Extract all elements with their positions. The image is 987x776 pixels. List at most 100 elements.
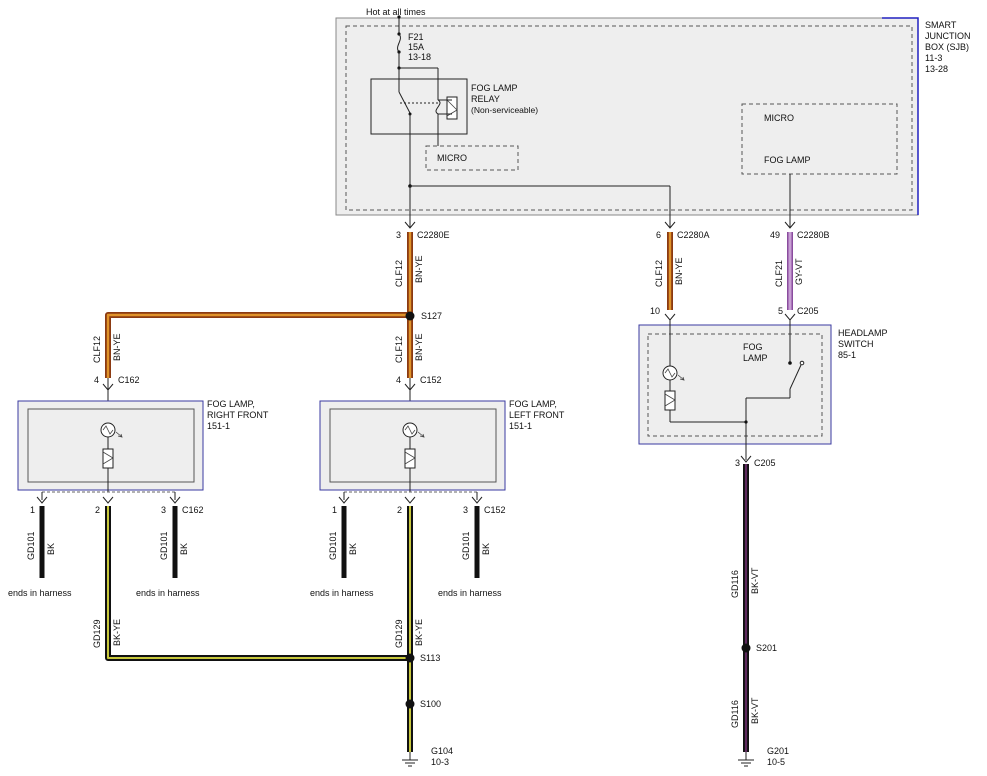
- c205-out-name: C205: [754, 458, 776, 468]
- fog-lamp-relay: FOG LAMP RELAY (Non-serviceable): [370, 68, 538, 186]
- fog-right-pin-2: 2: [95, 505, 100, 515]
- sjb-micro-box: [741, 103, 898, 175]
- switch-fog-label-1: FOG: [743, 342, 763, 352]
- fuse-name: F21: [408, 32, 424, 42]
- wire-label-clf12: CLF12: [92, 336, 102, 363]
- relay-title-2: RELAY: [471, 94, 500, 104]
- c152-pin: 4: [396, 375, 401, 385]
- gd129-label-left: GD129: [394, 619, 404, 648]
- wire-label-clf12: CLF12: [654, 260, 664, 287]
- wire-label-bk: BK: [348, 543, 358, 555]
- splice-s113: [405, 653, 415, 663]
- wire-label-clf12: CLF12: [394, 336, 404, 363]
- wire-label-bk: BK: [46, 543, 56, 555]
- wire-label-bn-ye: BN-YE: [112, 333, 122, 361]
- s113-label: S113: [420, 653, 440, 663]
- fog-left-ends-3: ends in harness: [438, 588, 502, 598]
- relay-title-3: (Non-serviceable): [471, 105, 538, 115]
- bkye-label-left: BK-YE: [414, 619, 424, 646]
- headlamp-switch-title-3: 85-1: [838, 350, 856, 360]
- wire-label-clf21: CLF21: [774, 260, 784, 287]
- bkye-label-right: BK-YE: [112, 619, 122, 646]
- c152-name: C152: [420, 375, 442, 385]
- splice-s100: [405, 699, 415, 709]
- chevron-down-icon: [404, 221, 416, 229]
- c205-out-pin: 3: [735, 458, 740, 468]
- fog-right-ends-1: ends in harness: [8, 588, 72, 598]
- c2280a-name: C2280A: [677, 230, 710, 240]
- fog-left-title-1: FOG LAMP,: [509, 399, 557, 409]
- g201-name: G201: [767, 746, 789, 756]
- switch-contact-icon: [789, 364, 802, 390]
- wire-label-bk: BK: [481, 543, 491, 555]
- wire-clf12-main: [105, 232, 413, 378]
- fuse-rating: 15A: [408, 42, 424, 52]
- switch-fog-label-2: LAMP: [743, 353, 768, 363]
- sjb-title-5: 13-28: [925, 64, 948, 74]
- gd116-label-2: GD116: [730, 700, 740, 728]
- fog-left-pin-1: 1: [332, 505, 337, 515]
- relay-micro-box: [425, 145, 519, 171]
- c2280a-pin: 6: [656, 230, 661, 240]
- headlamp-switch-title-2: SWITCH: [838, 339, 874, 349]
- c2280e-pin: 3: [396, 230, 401, 240]
- bkvt-label-1: BK-VT: [750, 567, 760, 594]
- chevron-down-icon: [338, 496, 350, 504]
- wire-label-bk: BK: [179, 543, 189, 555]
- fog-left-pin-3: 3: [463, 505, 468, 515]
- headlamp-switch: HEADLAMP SWITCH 85-1 FOG LAMP: [638, 320, 888, 460]
- sjb-title-4: 11-3: [925, 53, 942, 63]
- c205-in-name: C205: [797, 306, 819, 316]
- c2280b-name: C2280B: [797, 230, 830, 240]
- fuse-ref: 13-18: [408, 52, 431, 62]
- c205-pin-10: 10: [650, 306, 660, 316]
- relay-micro-label: MICRO: [437, 153, 467, 163]
- sjb-title-2: JUNCTION: [925, 31, 971, 41]
- chevron-down-icon: [471, 496, 483, 504]
- g201-ref: 10-5: [767, 757, 785, 767]
- fuse-f21-symbol: [397, 33, 401, 53]
- wire-label-bn-ye: BN-YE: [674, 257, 684, 285]
- fog-left-conn: C152: [484, 505, 506, 515]
- fog-right-conn: C162: [182, 505, 204, 515]
- hot-label: Hot at all times: [366, 7, 426, 17]
- fog-right-pin-3: 3: [161, 505, 166, 515]
- fuse-f21: Hot at all times F21 15A 13-18: [366, 7, 439, 92]
- ground-icon: [738, 752, 754, 767]
- splice-s127: [405, 311, 415, 321]
- chevron-down-icon: [784, 313, 796, 321]
- g104-name: G104: [431, 746, 453, 756]
- chevron-down-icon: [102, 496, 114, 504]
- smart-junction-box: SMART JUNCTION BOX (SJB) 11-3 13-28: [335, 17, 971, 216]
- fog-right-title-3: 151-1: [207, 421, 230, 431]
- wire-label-bn-ye: BN-YE: [414, 255, 424, 283]
- c2280b-pin: 49: [770, 230, 780, 240]
- headlamp-switch-title-1: HEADLAMP: [838, 328, 888, 338]
- chevron-down-icon: [169, 496, 181, 504]
- relay-title-1: FOG LAMP: [471, 83, 518, 93]
- fog-right-title-1: FOG LAMP,: [207, 399, 255, 409]
- s100-label: S100: [420, 699, 441, 709]
- c205-pin-5: 5: [778, 306, 783, 316]
- gd116-label-1: GD116: [730, 570, 740, 598]
- chevron-down-icon: [664, 313, 676, 321]
- gd129-label-right: GD129: [92, 619, 102, 648]
- sjb-title-3: BOX (SJB): [925, 42, 969, 52]
- bkvt-label-2: BK-VT: [750, 697, 760, 724]
- c162-pin: 4: [94, 375, 99, 385]
- chevron-down-icon: [740, 455, 752, 463]
- fog-right-ends-3: ends in harness: [136, 588, 200, 598]
- wire-label-gd101: GD101: [328, 531, 338, 560]
- sjb-micro-label: MICRO: [764, 113, 794, 123]
- fog-left-ends-1: ends in harness: [310, 588, 374, 598]
- s127-label: S127: [421, 311, 442, 321]
- wire-label-bn-ye: BN-YE: [414, 333, 424, 361]
- wire-label-clf12: CLF12: [394, 260, 404, 287]
- sjb-fog-lamp-label: FOG LAMP: [764, 155, 811, 165]
- fog-right-pin-1: 1: [30, 505, 35, 515]
- wire-labels-upper: CLF12 BN-YE CLF12 BN-YE CLF21 GY-VT CLF1…: [92, 255, 804, 363]
- s201-label: S201: [756, 643, 777, 653]
- fog-left-title-3: 151-1: [509, 421, 532, 431]
- chevron-down-icon: [664, 221, 676, 229]
